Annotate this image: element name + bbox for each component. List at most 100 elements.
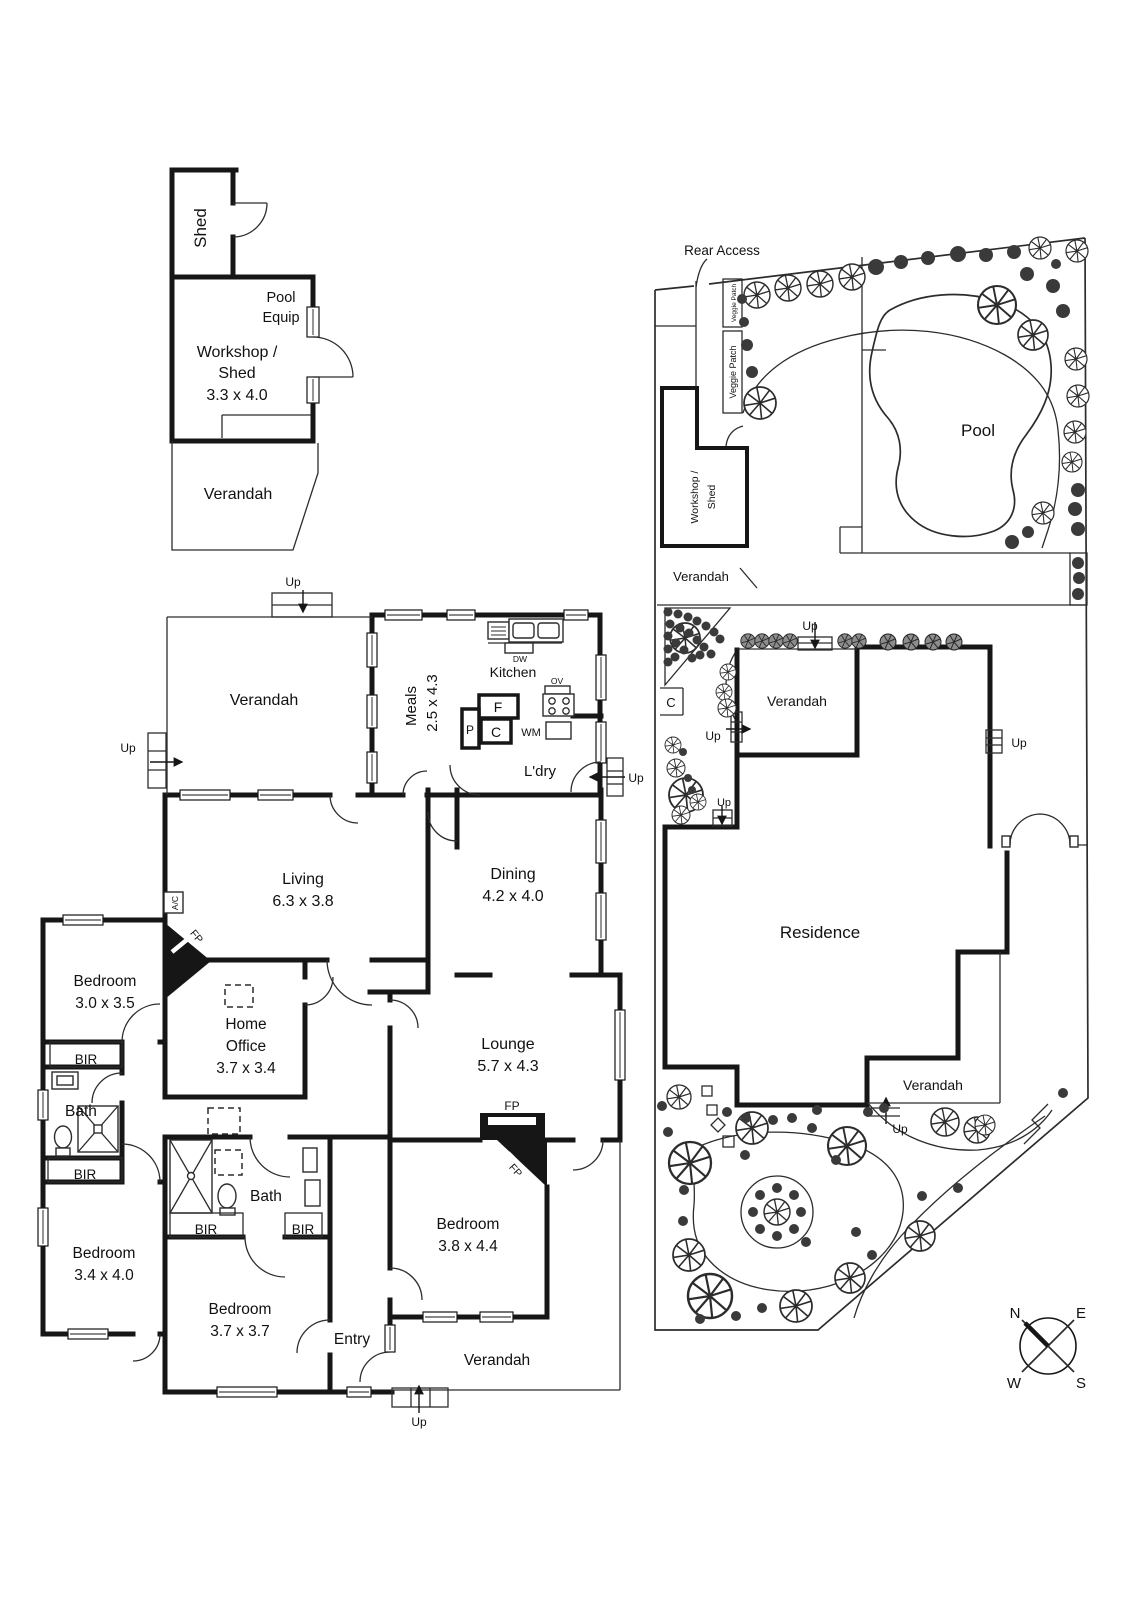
dishwasher-label: DW (513, 654, 527, 664)
shed-door-arc (232, 202, 268, 238)
bath2-fixtures (169, 1139, 321, 1216)
gate-post (1001, 835, 1011, 848)
compass-n: N (1010, 1305, 1021, 1322)
cupboard-label: C (666, 695, 675, 710)
bath1-fixtures (51, 1071, 119, 1157)
bir-box (169, 1212, 244, 1238)
garden-shrubs (657, 245, 1085, 1324)
house-windows (37, 609, 626, 1398)
cupboard-nook (660, 687, 684, 716)
house: Up Verandah Up Meals 2.5 x 4.3 Kitchen D… (37, 575, 644, 1429)
bedroom1-dims: 3.0 x 3.5 (75, 995, 134, 1012)
skylight (224, 984, 254, 1008)
bir-label: BIR (75, 1052, 98, 1067)
meals-dims: 2.5 x 4.3 (424, 674, 441, 732)
site-verandah-label: Verandah (767, 693, 827, 709)
home-office-dims: 3.7 x 3.4 (216, 1060, 276, 1077)
lounge-dims: 5.7 x 4.3 (477, 1058, 538, 1075)
fp-label: FP (187, 928, 205, 946)
washing-machine (545, 721, 572, 740)
up-label: Up (892, 1122, 908, 1136)
outbuilding: Shed Pool Equip Workshop / Shed 3.3 x 4.… (169, 167, 354, 551)
ac-label: A/C (170, 896, 180, 910)
pool-fence (861, 257, 886, 553)
outbuilding-walls (169, 167, 316, 444)
house-doors (91, 761, 604, 1383)
site-workshop-door (725, 425, 744, 447)
living-label: Living (282, 871, 324, 888)
workshop-label: Workshop / (197, 344, 278, 361)
verandah-label: Verandah (204, 486, 273, 503)
garden-bed-circle (740, 1175, 814, 1249)
site-workshop-label: Workshop / (689, 470, 701, 523)
fridge-label: F (494, 699, 503, 715)
steps (391, 1387, 449, 1408)
bir-box (284, 1212, 323, 1238)
shrub-row (740, 633, 963, 651)
compass-e: E (1076, 1305, 1086, 1322)
stepping-stone (710, 1117, 726, 1133)
dining-dims: 4.2 x 4.0 (482, 888, 543, 905)
up-label: Up (411, 1415, 427, 1429)
compass-s: S (1076, 1375, 1086, 1392)
outbuilding-verandah-outline (171, 441, 319, 551)
residence-label: Residence (780, 923, 860, 942)
verandah-bottom-label: Verandah (464, 1352, 530, 1369)
stepping-stone (722, 1135, 735, 1148)
steps (985, 729, 1003, 754)
bir-label: BIR (74, 1167, 97, 1182)
bir-label: BIR (292, 1222, 315, 1237)
site-plan: Rear Access Veggie Patch Veggie Patch Po… (654, 236, 1090, 1331)
paving-edge (839, 526, 1070, 554)
bedroom2-label: Bedroom (437, 1216, 500, 1233)
bedroom1-label: Bedroom (74, 973, 137, 990)
bedroom2-dims: 3.8 x 4.4 (438, 1238, 498, 1255)
up-label: Up (628, 771, 644, 785)
compass-north-pointer (1023, 1321, 1050, 1348)
entry-label: Entry (334, 1331, 370, 1348)
bedroom3-dims: 3.4 x 4.0 (74, 1267, 134, 1284)
skylight (207, 1107, 241, 1135)
verandah-path-edge (739, 567, 758, 589)
veggie-patch-label: Veggie Patch (728, 345, 738, 398)
oven-label: OV (551, 676, 564, 686)
up-label: Up (717, 797, 731, 809)
shed-label: Shed (191, 208, 210, 248)
side-gate (1023, 1103, 1049, 1145)
up-label: Up (1011, 736, 1027, 750)
ac-unit (163, 891, 184, 914)
pantry-box (460, 707, 481, 750)
cupboard-label: C (491, 724, 501, 740)
bir-box (49, 1041, 123, 1068)
residence-fill (665, 647, 1007, 1105)
steps (147, 732, 167, 789)
verandah-top-label: Verandah (230, 692, 299, 709)
residence-walls (662, 644, 1010, 1108)
living-fireplace-mantel (170, 927, 202, 954)
kitchen-label: Kitchen (490, 664, 537, 680)
workshop-label: Shed (218, 365, 255, 382)
site-verandah-label: Verandah (673, 569, 729, 584)
workshop-step (221, 414, 311, 438)
gate-post (1069, 835, 1079, 848)
veggie-patch-label: Veggie Patch (731, 283, 738, 322)
cupboard-box (479, 717, 513, 745)
site-workshop (660, 386, 749, 548)
meals-label: Meals (403, 686, 420, 726)
pool-label: Pool (961, 421, 995, 440)
pool-equip-label: Pool (266, 290, 295, 306)
home-office-label: Office (226, 1038, 266, 1055)
bedroom4-dims: 3.7 x 3.7 (210, 1323, 269, 1340)
kitchen-fixtures (460, 618, 575, 750)
compass-rose: N E W S (1007, 1305, 1086, 1392)
bath-label: Bath (65, 1103, 97, 1120)
bir-label: BIR (195, 1222, 218, 1237)
bath-label: Bath (250, 1188, 282, 1205)
compass-circle (1019, 1317, 1077, 1375)
double-gate (1009, 813, 1088, 846)
veggie-patch-2 (722, 330, 743, 414)
living-dims: 6.3 x 3.8 (272, 893, 333, 910)
skylight (214, 1149, 243, 1176)
pantry-label: P (466, 723, 474, 737)
up-label: Up (705, 729, 721, 743)
